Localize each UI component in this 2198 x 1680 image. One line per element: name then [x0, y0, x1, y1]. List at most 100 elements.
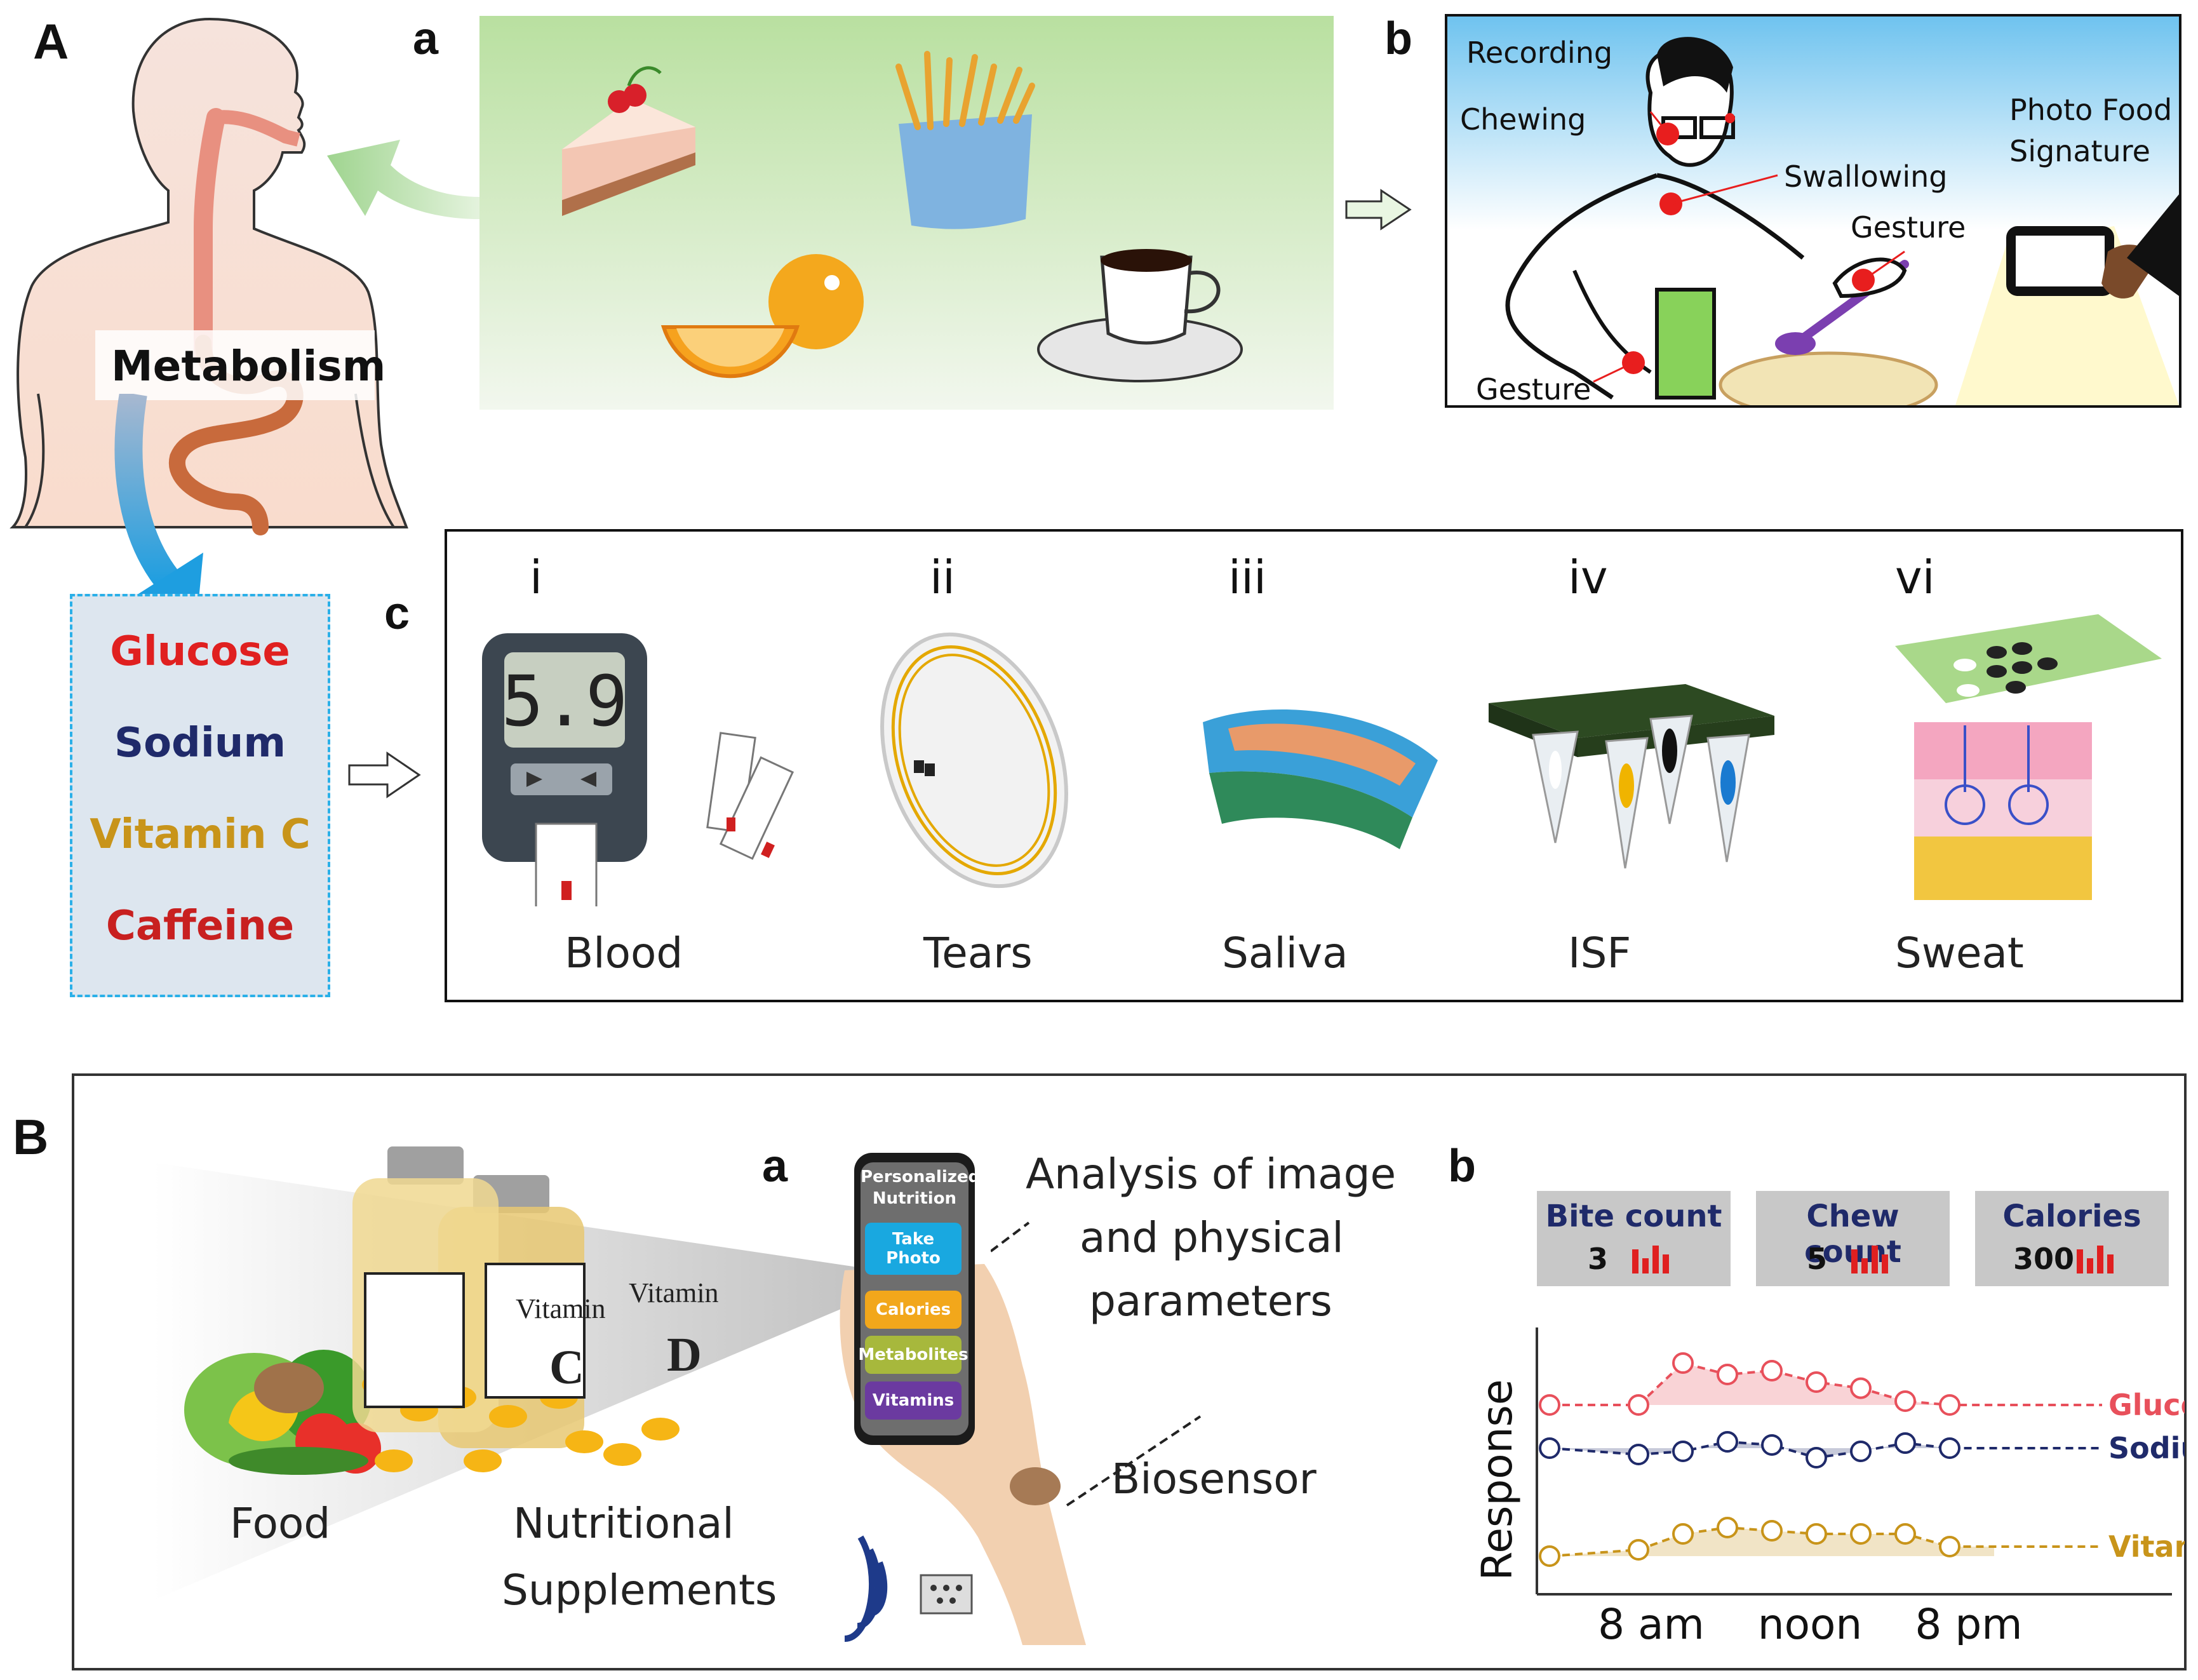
data-point: [1628, 1444, 1649, 1465]
biomarker-sodium: Sodium: [114, 720, 286, 767]
bar-chart-icon: [1851, 1246, 1888, 1273]
vitamin-c-letter: C: [549, 1341, 584, 1394]
vegetables-icon: [184, 1350, 381, 1475]
analysis-line-2: and physical: [1080, 1213, 1344, 1262]
biofluid-devices: 5.9: [482, 614, 2162, 906]
bar-chart-icon: [1632, 1246, 1669, 1273]
label-gesture-hand: Gesture: [1851, 210, 1966, 245]
biomarker-list: Glucose Sodium Vitamin C Caffeine: [70, 594, 330, 997]
numeral-iii: iii: [1228, 551, 1267, 604]
calories-button[interactable]: Calories: [865, 1291, 962, 1329]
data-point: [1717, 1517, 1738, 1538]
panel-letter-A: A: [33, 13, 69, 69]
annotation-leaders: [991, 1221, 1202, 1507]
biomarker-vitamin-c: Vitamin C: [90, 811, 311, 858]
vitamin-d-bottle-label: Vitamin: [629, 1277, 719, 1308]
data-point: [1761, 1434, 1783, 1456]
eating-monitoring-scene: Recording Chewing Swallowing Gesture Ges…: [1445, 14, 2181, 408]
biofluid-blood: Blood: [565, 929, 683, 978]
supplements-label-1: Nutritional: [513, 1499, 734, 1548]
vitamin-bottles-icon: [352, 1146, 680, 1472]
data-point: [1806, 1523, 1827, 1545]
vitamin-d-letter: D: [667, 1328, 702, 1381]
x-tick-label: 8 pm: [1915, 1600, 2022, 1645]
arrow-right-icon: [348, 751, 421, 798]
label-recording: Recording: [1466, 36, 1613, 70]
food-label: Food: [230, 1499, 331, 1548]
data-point: [1939, 1536, 1960, 1557]
label-swallowing: Swallowing: [1784, 159, 1948, 194]
numeral-ii: ii: [930, 551, 956, 604]
metric-title: Calories: [2002, 1199, 2141, 1234]
data-point: [1717, 1364, 1738, 1385]
person-eating-illustration: [1505, 37, 2179, 405]
x-tick-label: 8 am: [1598, 1600, 1705, 1645]
intake-arrow: [327, 140, 479, 219]
mouthguard-icon: [1203, 709, 1438, 849]
biofluid-saliva: Saliva: [1222, 929, 1348, 978]
numeral-iv: iv: [1568, 551, 1608, 604]
data-point: [1806, 1447, 1827, 1468]
data-point: [1894, 1432, 1916, 1454]
panel-letter-B: B: [13, 1109, 49, 1165]
data-point: [1894, 1390, 1916, 1412]
data-point: [1628, 1394, 1649, 1416]
data-point: [1539, 1545, 1560, 1567]
x-tick-label: noon: [1758, 1600, 1862, 1645]
data-point: [1761, 1520, 1783, 1542]
sub-letter-a: a: [413, 13, 439, 64]
biosensor-label: Biosensor: [1111, 1455, 1317, 1503]
bar-chart-icon: [2077, 1246, 2114, 1273]
metabolism-arrow: [114, 394, 203, 619]
vitamins-button[interactable]: Vitamins: [865, 1381, 962, 1420]
glucometer-icon: 5.9: [482, 633, 794, 906]
panel-B-frame: [72, 1073, 2187, 1670]
data-point: [1894, 1523, 1916, 1545]
metabolism-label: Metabolism: [111, 342, 386, 391]
sub-letter-b: b: [1384, 13, 1412, 64]
coffee-cup-icon: [1037, 249, 1243, 382]
sub-letter-B-b: b: [1448, 1141, 1476, 1192]
contact-lens-icon: [880, 632, 1068, 889]
data-point: [1539, 1394, 1560, 1416]
series-label: Vitamin C: [2108, 1529, 2185, 1564]
metabolites-button[interactable]: Metabolites: [858, 1336, 968, 1374]
series-area: [1550, 1363, 1994, 1405]
data-point: [1672, 1441, 1694, 1462]
sub-letter-B-a: a: [762, 1141, 788, 1192]
vitamin-c-bottle-label: Vitamin: [516, 1293, 606, 1324]
biomarker-caffeine: Caffeine: [105, 903, 295, 950]
biomarker-glucose: Glucose: [110, 628, 290, 675]
cake-icon: [562, 66, 695, 216]
metric-chew-count: Chew count 5: [1756, 1191, 1950, 1286]
data-point: [1761, 1360, 1783, 1381]
metric-calories: Calories 300: [1975, 1191, 2169, 1286]
data-point: [1939, 1394, 1960, 1416]
take-photo-button[interactable]: Take Photo: [865, 1223, 962, 1275]
metric-bite-count: Bite count 3: [1537, 1191, 1731, 1286]
food-supplement-illustration: [152, 1146, 857, 1601]
orange-icon: [660, 254, 864, 379]
food-scene: [479, 16, 1334, 410]
biofluid-sweat: Sweat: [1895, 929, 2024, 978]
analysis-line-3: parameters: [1089, 1277, 1332, 1326]
analysis-line-1: Analysis of image: [1026, 1150, 1397, 1199]
data-point: [1672, 1523, 1694, 1545]
phone-title-2: Nutrition: [872, 1189, 957, 1208]
data-point: [1939, 1437, 1960, 1459]
metric-value: 300: [2013, 1242, 2075, 1276]
data-point: [1628, 1539, 1649, 1561]
biofluid-panel: i ii iii iv vi 5.9: [445, 529, 2183, 1002]
data-point: [1850, 1377, 1872, 1399]
label-signature: Signature: [2009, 134, 2150, 168]
microneedle-patch-icon: [1489, 684, 1774, 869]
fries-icon: [895, 51, 1035, 229]
arrow-right-icon: [1345, 189, 1412, 231]
metric-value: 3: [1588, 1242, 1609, 1276]
supplements-label-2: Supplements: [502, 1566, 777, 1615]
metric-title: Bite count: [1545, 1199, 1722, 1234]
data-point: [1672, 1352, 1694, 1374]
phone-title-1: Personalized: [861, 1167, 981, 1186]
series-label: Sodium: [2108, 1431, 2185, 1465]
data-point: [1539, 1437, 1560, 1459]
